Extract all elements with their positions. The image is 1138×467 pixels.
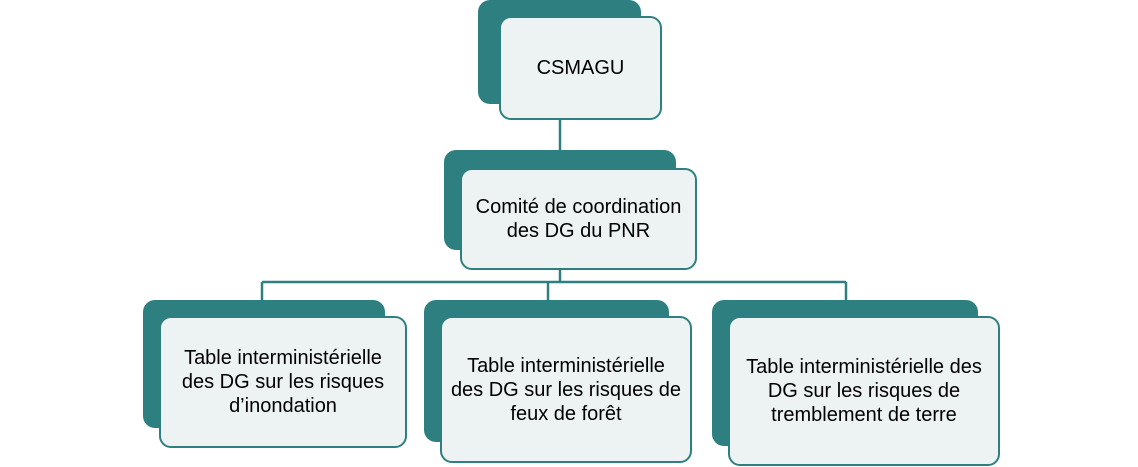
node-csmagu-label: CSMAGU — [536, 57, 625, 79]
node-table-tremblement-box: Table interministérielle des DG sur les … — [728, 316, 1000, 466]
node-table-inondation-label: Table interministérielle des DG sur les … — [181, 347, 385, 417]
node-table-tremblement: Table interministérielle des DG sur les … — [712, 300, 1000, 466]
node-comite-label: Comité de coordination des DG du PNR — [475, 196, 682, 242]
node-comite-box: Comité de coordination des DG du PNR — [460, 168, 697, 270]
node-table-inondation-box: Table interministérielle des DG sur les … — [159, 316, 407, 448]
node-table-tremblement-label: Table interministérielle des DG sur les … — [746, 356, 982, 426]
node-comite: Comité de coordination des DG du PNR — [444, 150, 697, 270]
node-csmagu: CSMAGU — [478, 0, 662, 120]
node-table-inondation: Table interministérielle des DG sur les … — [143, 300, 407, 448]
node-table-feux: Table interministérielle des DG sur les … — [424, 300, 692, 463]
node-table-feux-label: Table interministérielle des DG sur les … — [450, 354, 682, 425]
node-csmagu-box: CSMAGU — [499, 16, 662, 120]
node-table-feux-box: Table interministérielle des DG sur les … — [440, 316, 692, 463]
